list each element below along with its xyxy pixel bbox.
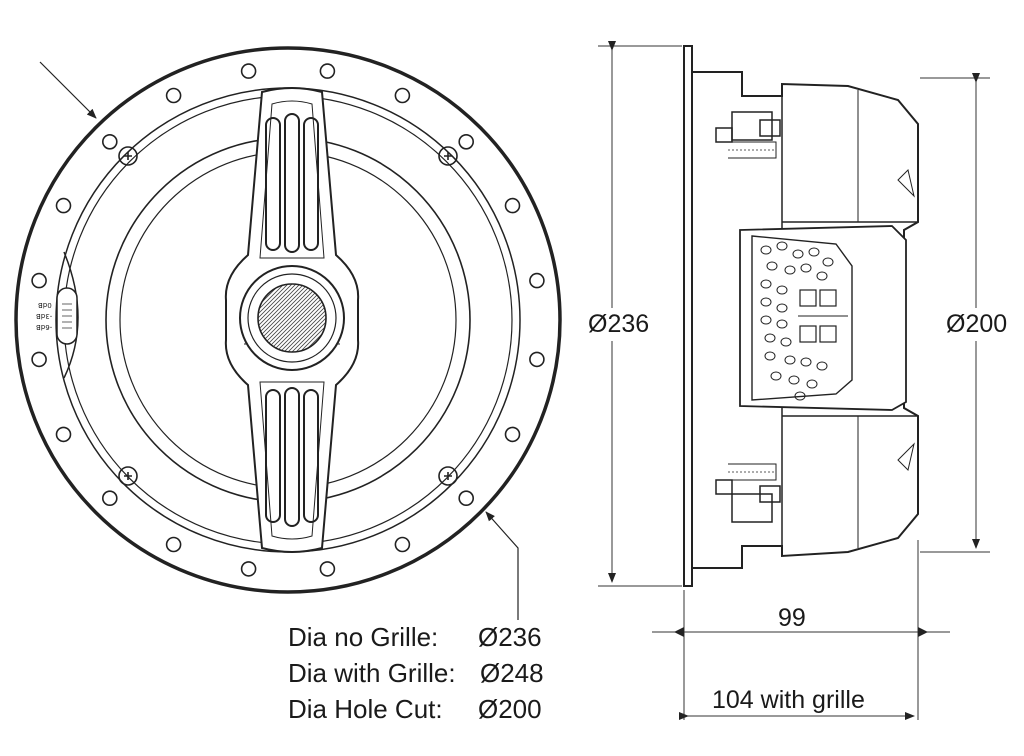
bolt-hole (55, 197, 72, 214)
vent-hole (764, 333, 776, 343)
spec-value-hole-cut: Ø200 (478, 694, 542, 724)
vent-hole (800, 357, 812, 367)
bolt-hole (55, 426, 72, 443)
vent-hole (822, 257, 834, 267)
mounting-screws (118, 146, 458, 486)
bolt-hole (504, 197, 521, 214)
bolt-hole (529, 351, 545, 368)
vent-hole (806, 379, 818, 389)
vent-hole (770, 371, 782, 381)
screw-icon (118, 466, 138, 486)
bolt-hole (240, 63, 257, 79)
spec-value-no-grille: Ø236 (478, 622, 542, 652)
side-view (683, 45, 919, 587)
vent-hole (776, 285, 788, 295)
tweeter (239, 265, 345, 371)
vent-holes (760, 241, 834, 401)
bolt-holes (31, 63, 545, 577)
switch-label-6db: -6dB (36, 323, 53, 331)
terminal-box (739, 225, 907, 411)
vent-hole (800, 263, 812, 273)
bolt-hole (319, 63, 336, 79)
switch-label-3db: -3dB (36, 312, 53, 320)
leader-arrow-bottom (485, 511, 519, 620)
bolt-hole (319, 561, 336, 577)
vent-hole (776, 319, 788, 329)
bolt-hole (504, 426, 521, 443)
vent-hole (776, 241, 788, 251)
screw-icon (438, 146, 458, 166)
bolt-hole (458, 134, 475, 150)
vent-hole (792, 249, 804, 259)
vent-hole (760, 279, 772, 289)
bolt-hole (458, 490, 475, 507)
vent-hole (776, 303, 788, 313)
bolt-hole (165, 536, 182, 553)
clamp-top (715, 111, 781, 159)
dim-label-236: Ø236 (588, 308, 650, 341)
vent-hole (794, 391, 806, 401)
spec-label-no-grille: Dia no Grille: (288, 622, 439, 652)
vent-hole (780, 337, 792, 347)
bolt-hole (529, 272, 545, 289)
vent-hole (764, 351, 776, 361)
bolt-hole (165, 87, 182, 104)
spec-label-with-grille: Dia with Grille: (288, 658, 456, 688)
bolt-hole (394, 87, 411, 104)
vent-hole (788, 375, 800, 385)
bolt-hole (31, 351, 47, 368)
level-switch (56, 251, 79, 379)
bolt-hole (394, 536, 411, 553)
bolt-hole (102, 134, 118, 150)
vent-hole (816, 271, 828, 281)
clamp-bottom (715, 463, 781, 523)
vent-hole (760, 315, 772, 325)
dim-label-104: 104 with grille (712, 686, 865, 714)
vent-hole (808, 247, 820, 257)
spec-label-hole-cut: Dia Hole Cut: (288, 694, 443, 724)
outer-rim (14, 46, 562, 594)
leader-arrow-top (39, 61, 97, 119)
dim-label-200: Ø200 (946, 308, 1008, 341)
front-view (14, 46, 562, 620)
vent-hole (816, 361, 828, 371)
spec-value-with-grille: Ø248 (480, 658, 544, 688)
vent-hole (766, 261, 778, 271)
dim-label-99: 99 (778, 604, 806, 632)
bolt-hole (31, 272, 47, 289)
vent-hole (760, 245, 772, 255)
screw-icon (438, 466, 458, 486)
vent-hole (784, 355, 796, 365)
bolt-hole (240, 561, 257, 577)
screw-icon (118, 146, 138, 166)
vent-hole (784, 265, 796, 275)
bolt-hole (102, 490, 118, 507)
front-flange (683, 45, 693, 587)
switch-label-0db: 0dB (38, 301, 52, 309)
vent-hole (760, 297, 772, 307)
